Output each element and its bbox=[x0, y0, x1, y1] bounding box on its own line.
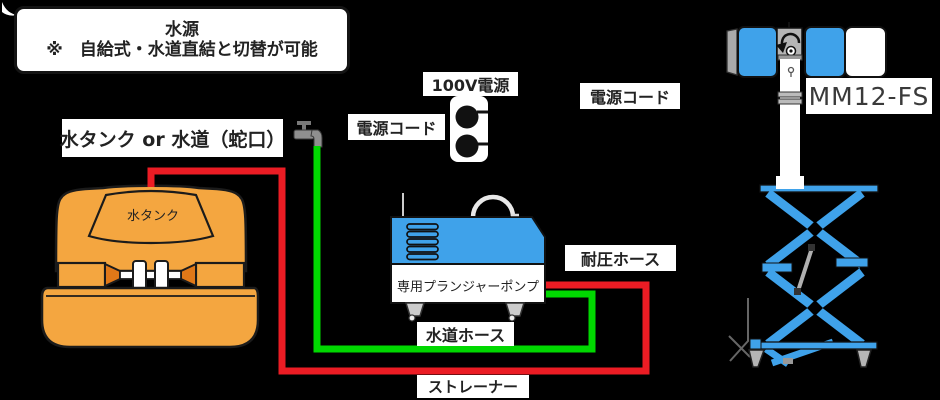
water-source-title: 水源 bbox=[165, 19, 199, 40]
power-cord-label-right: 電源コード bbox=[580, 83, 680, 109]
pump-vent-slats bbox=[406, 223, 439, 261]
pressure-hose-label: 耐圧ホース bbox=[565, 245, 676, 271]
plunger-pump bbox=[390, 193, 546, 322]
pressure-hose-line bbox=[147, 167, 650, 375]
rotate-arrow-icon bbox=[776, 32, 801, 57]
lift-stand bbox=[728, 184, 879, 368]
pump-label: 専用プランジャーポンプ bbox=[397, 279, 539, 295]
strainer-label: ストレーナー bbox=[417, 375, 529, 398]
water-source-box: 水源 ※ 自給式・水道直結と切替が可能 bbox=[14, 6, 350, 74]
water-hose-line bbox=[313, 146, 596, 353]
water-tank bbox=[40, 184, 260, 349]
power-100v-label: 100V電源 bbox=[423, 72, 518, 96]
water-source-note: ※ 自給式・水道直結と切替が可能 bbox=[46, 39, 318, 60]
power-outlet-icon bbox=[450, 96, 488, 162]
water-hose-label: 水道ホース bbox=[417, 322, 514, 346]
power-cord-label-left: 電源コード bbox=[348, 114, 445, 140]
tank-label: 水タンク bbox=[126, 208, 179, 224]
tank-or-tap-label: 水タンク or 水道（蛇口） bbox=[60, 119, 285, 157]
mist-fan-head bbox=[726, 22, 887, 189]
model-label: MM12-FS bbox=[806, 78, 932, 114]
source-box-tail bbox=[2, 2, 18, 16]
faucet-icon bbox=[293, 121, 323, 148]
